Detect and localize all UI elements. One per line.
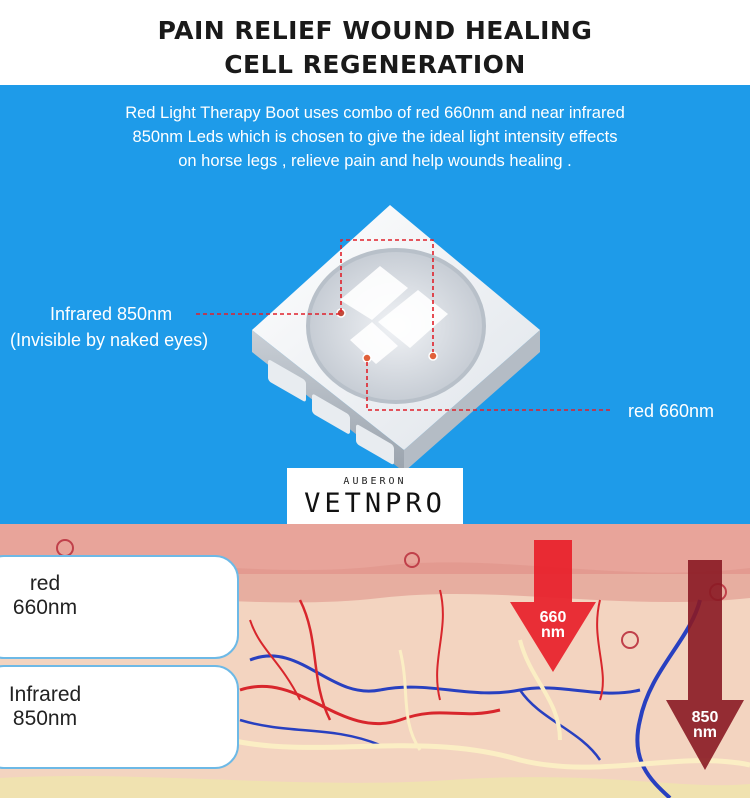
description-line-2: 850nm Leds which is chosen to give the i… [132,128,618,146]
leader-lines [196,239,610,411]
red-die-right [428,351,438,361]
chip-pad [350,322,398,364]
chip-side-right [404,330,540,472]
red-card-line-1: red [29,572,61,595]
red-card-label: red 660nm [0,572,90,620]
infrared-card-label: Infrared 850nm [0,683,90,731]
chip-pad [340,266,408,320]
title-line-2: CELL REGENERATION [224,50,526,79]
arrow-660-value: 660 [539,609,567,626]
infrared-label: Infrared 850nm [50,304,173,324]
arrow-660-label: 660 nm [533,609,573,641]
description-line-3: on horse legs , relieve pain and help wo… [178,152,572,170]
title-banner: PAIN RELIEF WOUND HEALING CELL REGENERAT… [0,0,750,85]
arrow-850-unit: nm [693,724,717,741]
arrow-850nm [666,560,744,770]
arrow-850-label: 850 nm [685,709,725,741]
arrow-850-value: 850 [691,709,719,726]
arrow-660-unit: nm [541,624,565,641]
red-die-left [362,353,372,363]
title-line-1: PAIN RELIEF WOUND HEALING [157,16,593,45]
chip-pin [268,359,306,402]
red-label: red 660nm [628,401,715,421]
chip-pad [378,290,448,348]
chip-pin [312,394,350,434]
infrared-850nm-card [0,665,239,769]
brand-name-small: AUBERON [343,476,407,487]
brand-logo: AUBERON VETNPRO [287,468,463,524]
infrared-card-line-1: Infrared [8,683,82,706]
description-line-1: Red Light Therapy Boot uses combo of red… [125,104,625,122]
red-660nm-card [0,555,239,659]
brand-name-big: VETNPRO [304,488,446,519]
red-card-line-2: 660nm [12,596,78,619]
chip-pin [356,424,394,465]
arrow-660nm [510,540,596,672]
invisible-note: (Invisible by naked eyes) [10,330,209,350]
infrared-card-line-2: 850nm [12,707,78,730]
